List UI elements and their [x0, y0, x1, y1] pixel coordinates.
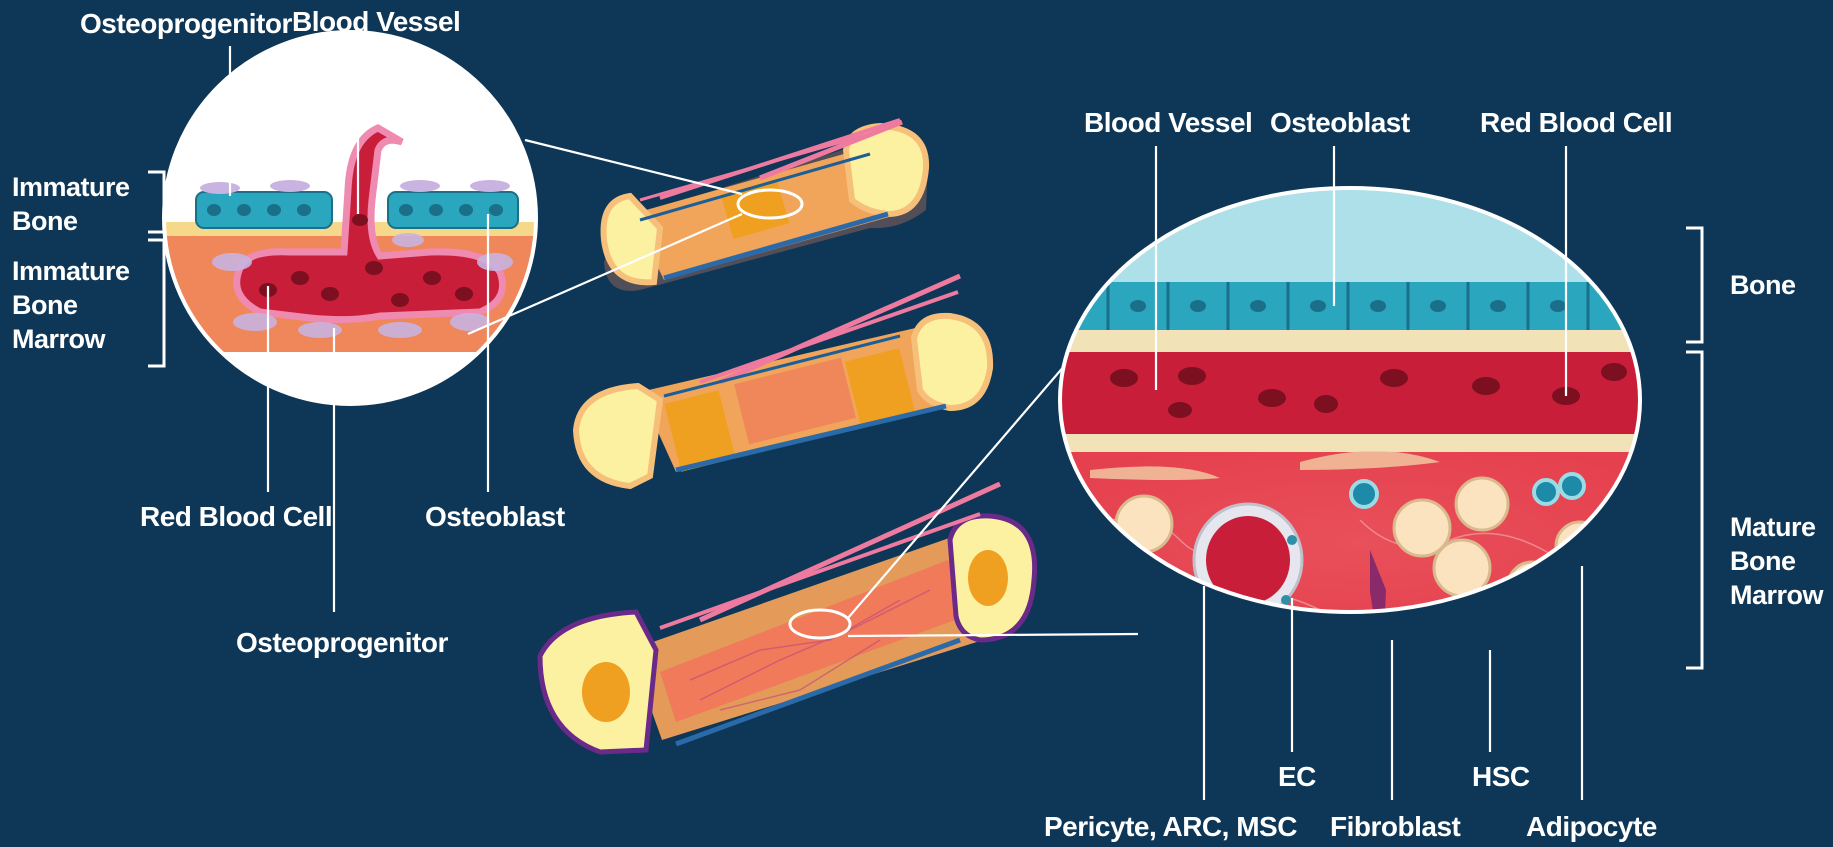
label-adipocyte: Adipocyte	[1526, 811, 1657, 842]
endothelial-layer-bottom	[1060, 434, 1660, 452]
bone-stage-3	[540, 484, 1035, 752]
right-brackets	[1686, 228, 1702, 668]
label-osteoprogenitor-top: Osteoprogenitor	[80, 8, 292, 39]
label-red-blood-cell-left: Red Blood Cell	[140, 501, 332, 532]
bone-stage-1	[604, 120, 928, 291]
left-brackets	[148, 172, 164, 366]
bone-2-right-end	[914, 316, 990, 408]
left-magnified-view	[150, 20, 570, 420]
bracket-label-bone: Bone	[1730, 270, 1796, 300]
label-osteoblast-left: Osteoblast	[425, 501, 565, 532]
label-osteoblast-right: Osteoblast	[1270, 107, 1410, 138]
label-fibroblast: Fibroblast	[1330, 811, 1461, 842]
label-hsc: HSC	[1472, 761, 1530, 792]
endothelial-layer-top	[1060, 330, 1660, 352]
label-pericyte-arc-msc: Pericyte, ARC, MSC	[1044, 811, 1297, 842]
label-blood-vessel-left: Blood Vessel	[292, 6, 460, 37]
label-red-blood-cell-right: Red Blood Cell	[1480, 107, 1672, 138]
label-ec: EC	[1278, 761, 1316, 792]
label-osteoprogenitor-bottom: Osteoprogenitor	[236, 627, 448, 658]
bracket-label-immature-bone-marrow: Immature Bone Marrow	[12, 256, 137, 354]
bracket-label-immature-bone: Immature Bone	[12, 172, 137, 236]
bone-stage-2	[576, 276, 990, 486]
right-magnified-view	[1060, 180, 1660, 660]
osteoblast-row-right	[1060, 282, 1660, 330]
bracket-label-mature-bone-marrow: Mature Bone Marrow	[1730, 512, 1825, 610]
label-blood-vessel-right: Blood Vessel	[1084, 107, 1252, 138]
bone-2-left-end	[576, 386, 660, 486]
